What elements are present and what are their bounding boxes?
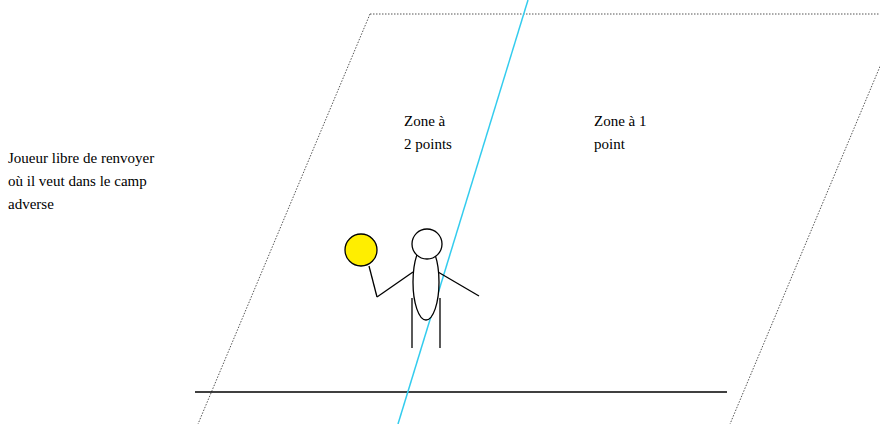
zone-label: Zone à 2 points bbox=[404, 110, 452, 156]
ball bbox=[345, 234, 377, 266]
court-right-line bbox=[730, 14, 880, 424]
zone-label: Zone à 1 point bbox=[594, 110, 666, 156]
net-line bbox=[195, 391, 727, 393]
court-top-line bbox=[370, 14, 880, 15]
player-figure bbox=[345, 229, 479, 348]
player-note: Joueur libre de renvoyer où il veut dans… bbox=[8, 147, 168, 216]
zone-divider bbox=[398, 0, 528, 424]
court-left-line bbox=[198, 14, 370, 424]
